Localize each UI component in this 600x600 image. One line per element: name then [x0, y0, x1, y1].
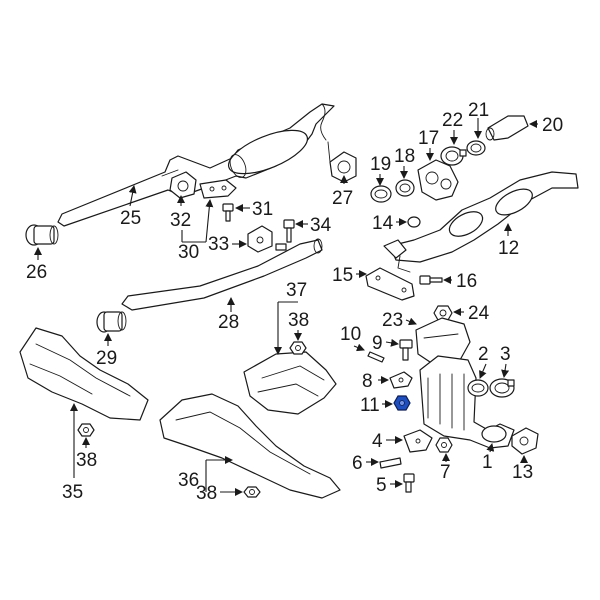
intermediate-pipe	[121, 238, 323, 311]
callout-9: 9	[372, 333, 383, 354]
heat-shield-23	[415, 317, 471, 367]
callout-16: 16	[456, 271, 477, 292]
bolt-16	[419, 275, 443, 285]
gasket-13	[511, 427, 539, 455]
nut-11-highlighted	[393, 395, 411, 411]
callout-labels: 25 32 31 30 33 34 27 26 28 29 37 38 38 3…	[26, 100, 563, 504]
hanger-32	[169, 171, 197, 199]
callout-24: 24	[468, 303, 490, 324]
callout-38-b: 38	[76, 450, 97, 471]
callout-27: 27	[332, 188, 353, 209]
callout-35: 35	[62, 482, 83, 503]
heat-shield-37	[243, 351, 337, 415]
callout-13: 13	[512, 462, 533, 483]
callout-26: 26	[26, 262, 47, 283]
gasket-2	[467, 379, 489, 397]
flex-coupling-17	[417, 159, 459, 201]
callout-2: 2	[478, 344, 489, 365]
callout-12: 12	[498, 238, 519, 259]
catalytic-converter	[419, 355, 515, 449]
bolt-5	[403, 473, 415, 493]
nut-38-b	[77, 423, 95, 437]
callout-17: 17	[418, 128, 439, 149]
callout-29: 29	[96, 348, 117, 369]
callout-37: 37	[286, 280, 307, 301]
callout-6: 6	[352, 453, 363, 474]
callout-33: 33	[208, 234, 229, 255]
gasket-21	[466, 140, 486, 156]
leader-lines	[34, 118, 538, 496]
bolt-34	[283, 219, 295, 243]
bracket-4	[403, 429, 433, 453]
gasket-18	[395, 179, 415, 197]
gasket-14	[407, 216, 421, 228]
bracket-33	[247, 225, 287, 253]
pipe-20	[485, 115, 529, 141]
callout-34: 34	[310, 215, 332, 236]
callout-10: 10	[340, 324, 361, 345]
callout-3: 3	[500, 344, 511, 365]
callout-8: 8	[362, 371, 373, 392]
callout-7: 7	[440, 462, 451, 483]
heat-shield-36	[159, 393, 341, 499]
front-pipe-converter	[383, 171, 579, 273]
callout-5: 5	[376, 475, 387, 496]
callout-22: 22	[442, 110, 463, 131]
callout-1: 1	[482, 452, 493, 473]
callout-30: 30	[178, 242, 199, 263]
bracket-8	[389, 371, 413, 389]
callout-20: 20	[542, 115, 563, 136]
callout-31: 31	[252, 199, 273, 220]
bolt-31	[222, 203, 234, 222]
heat-shield-35	[19, 327, 149, 421]
clamp-3	[489, 378, 515, 398]
clamp-26	[25, 224, 59, 246]
callout-14: 14	[372, 213, 394, 234]
callout-4: 4	[372, 431, 383, 452]
callout-21: 21	[468, 100, 489, 121]
nut-38-a	[289, 341, 307, 355]
bracket-15	[365, 267, 415, 301]
clamp-29	[96, 311, 127, 333]
clamp-19	[370, 185, 392, 203]
nut-38-c	[243, 486, 261, 498]
callout-18: 18	[394, 146, 415, 167]
callout-38-a: 38	[288, 310, 309, 331]
hanger-27	[327, 141, 357, 183]
nut-7	[435, 437, 453, 453]
callout-11: 11	[360, 395, 380, 416]
bolt-9	[399, 339, 413, 361]
clamp-22	[440, 146, 467, 166]
callout-32: 32	[170, 210, 191, 231]
callout-15: 15	[332, 265, 353, 286]
callout-28: 28	[218, 312, 239, 333]
rear-muffler-assembly	[57, 103, 335, 227]
stud-6	[379, 457, 402, 469]
callout-25: 25	[120, 208, 141, 229]
callout-38-c: 38	[196, 483, 217, 504]
bracket-30	[199, 179, 237, 199]
stud-10	[367, 351, 385, 363]
callout-23: 23	[382, 310, 403, 331]
callout-19: 19	[370, 154, 391, 175]
callout-36: 36	[178, 470, 199, 491]
